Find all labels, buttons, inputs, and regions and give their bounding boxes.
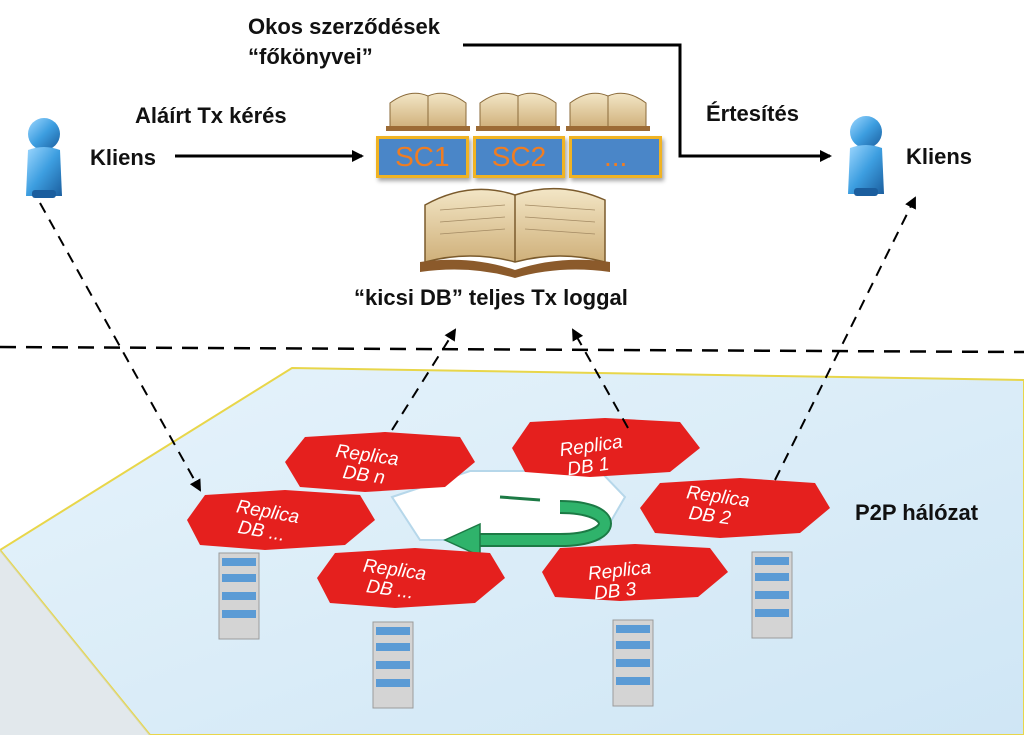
server-rack-icon xyxy=(612,619,654,707)
person-icon xyxy=(848,116,884,196)
smart-contract-box-sc2: SC2 xyxy=(472,136,566,178)
replica-hexagon-db-2: Replica DB 2 xyxy=(640,478,830,538)
book-icon xyxy=(566,92,650,131)
smart-contract-box-sc1: SC1 xyxy=(376,136,469,178)
title-line-1: Okos szerződések xyxy=(248,14,440,39)
book-icon xyxy=(386,92,470,131)
notification-label: Értesítés xyxy=(706,101,799,126)
server-rack-icon xyxy=(218,552,260,640)
replica-2-to-client-arrow xyxy=(774,196,916,481)
network-plane xyxy=(0,366,1024,735)
replica-db-3-line2: DB 3 xyxy=(593,579,638,604)
ring-center-hexagon xyxy=(390,470,627,541)
server-rack-icon xyxy=(751,551,793,639)
client-left-label: Kliens xyxy=(90,145,157,170)
smart-contract-box-more: ... xyxy=(569,136,663,178)
smart-contract-row: SC1 SC2 ... xyxy=(376,136,663,178)
cycle-arrow-icon xyxy=(443,495,612,558)
replica-hexagon-db-left: Replica DB ... xyxy=(187,490,375,550)
replica-hexagon-db-3: Replica DB 3 xyxy=(542,544,728,604)
p2p-network-label: P2P hálózat xyxy=(855,500,979,525)
ledger-caption: “kicsi DB” teljes Tx loggal xyxy=(354,285,628,310)
replica-hexagon-db-bottom: Replica DB ... xyxy=(317,548,505,608)
replica-n-to-log-arrow xyxy=(391,328,457,431)
book-icon xyxy=(476,92,560,131)
network-plane-shadow xyxy=(0,550,150,735)
ledger-book-icon xyxy=(420,187,610,278)
replica-hexagon-db-n: Replica DB n xyxy=(285,432,475,492)
notification-arrow xyxy=(463,43,832,162)
replica-hexagon-db-1: Replica DB 1 xyxy=(512,418,700,480)
server-rack-icon xyxy=(372,621,414,709)
client-to-replica-arrow xyxy=(39,202,201,492)
client-right-label: Kliens xyxy=(906,144,973,169)
layer-separator-line xyxy=(0,345,1024,354)
signed-request-label: Aláírt Tx kérés xyxy=(135,103,287,128)
title-line-2: “főkönyvei” xyxy=(248,44,373,69)
person-icon xyxy=(26,118,62,198)
